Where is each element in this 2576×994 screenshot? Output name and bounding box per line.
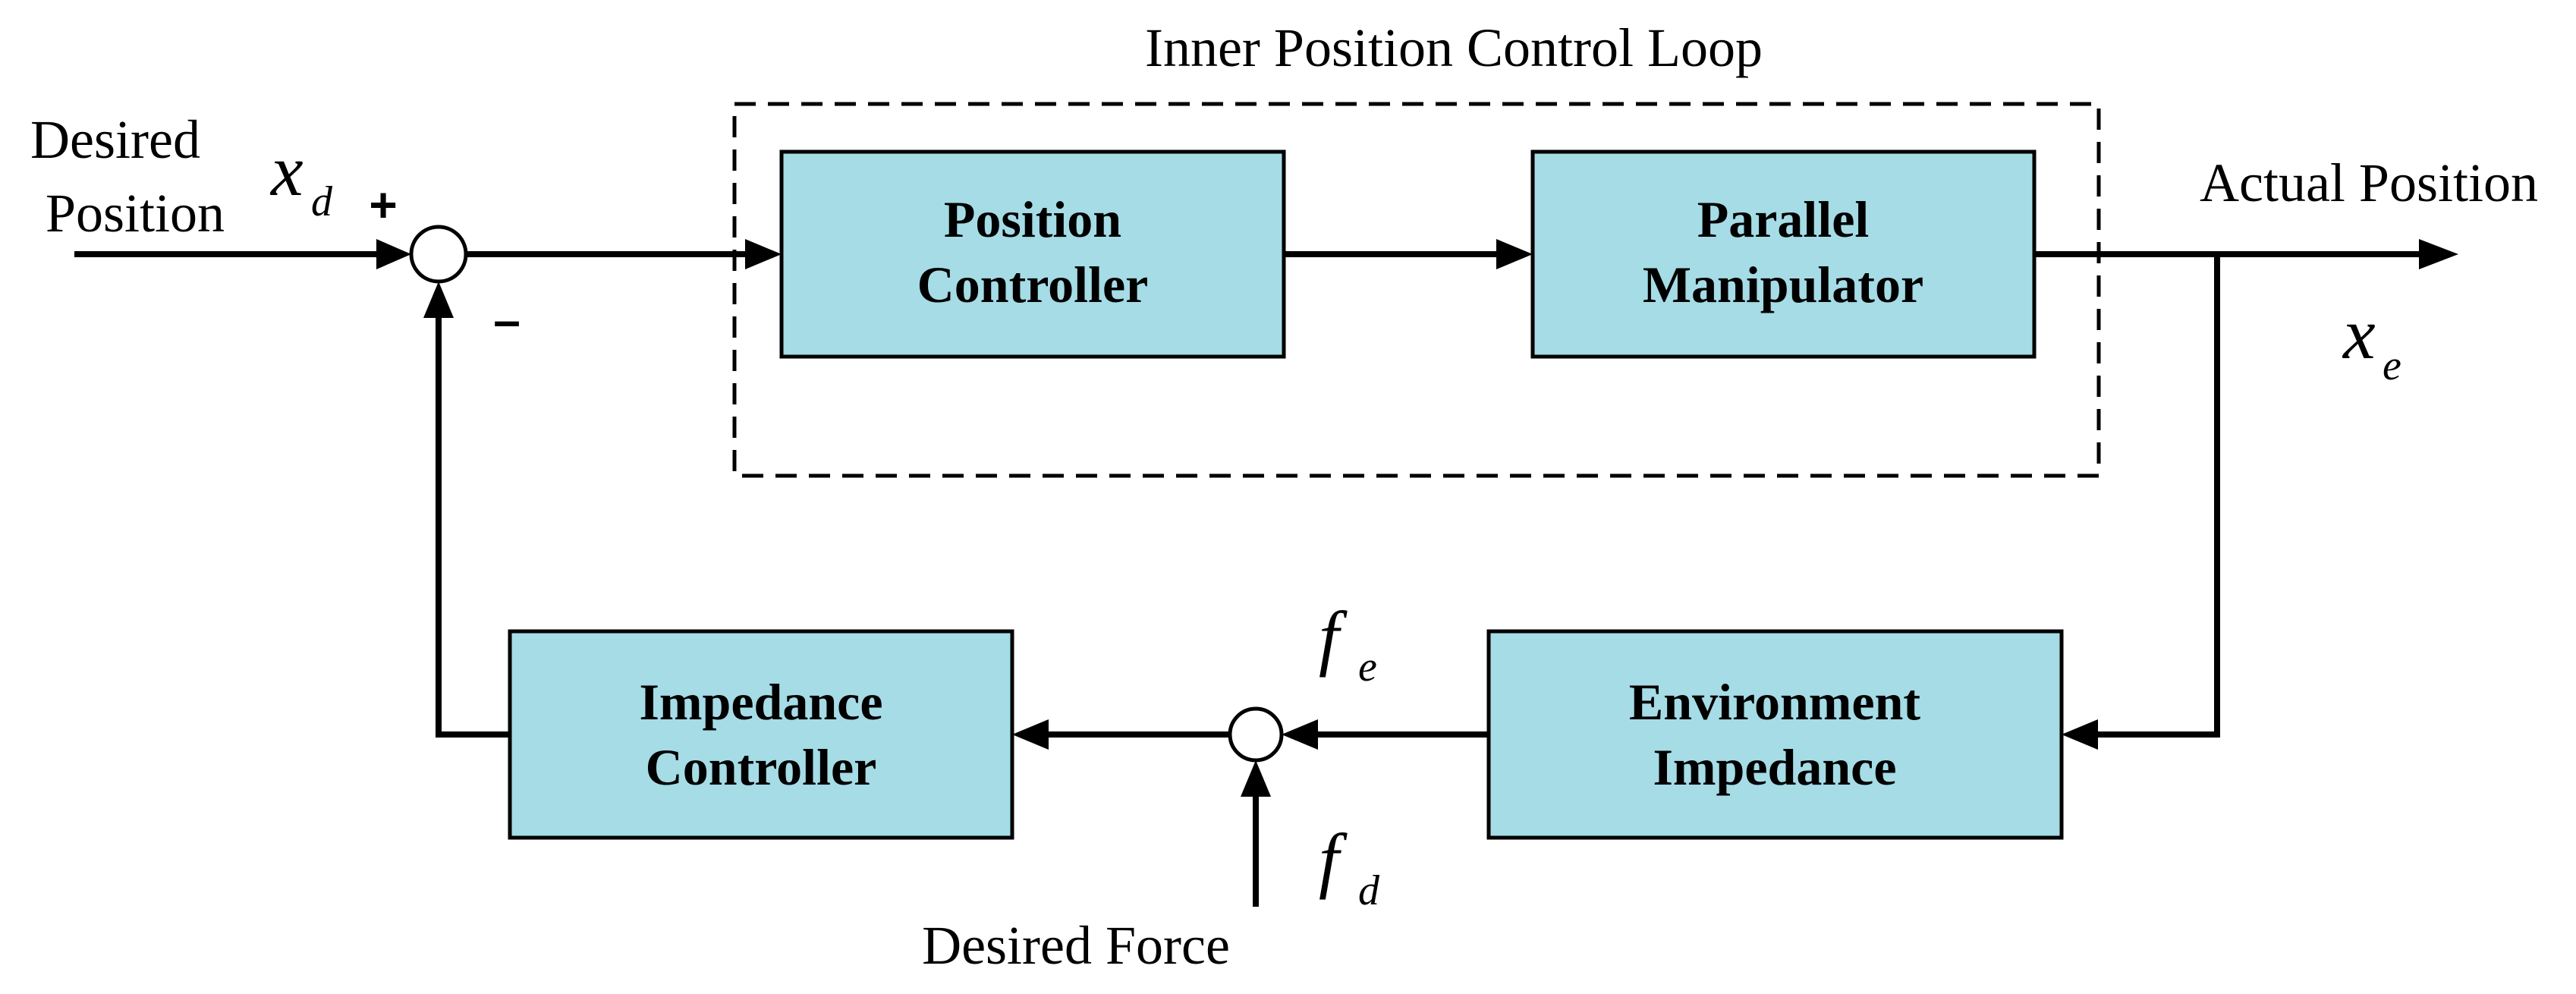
f-d-symbol: f d <box>1319 819 1380 914</box>
force-summing-junction <box>1228 706 1284 763</box>
position-controller-block: Position Controller <box>779 149 1286 359</box>
parallel-manipulator-label-line1: Parallel <box>1697 190 1870 248</box>
f-e-base: f <box>1319 596 1348 678</box>
impedance-feedback-line <box>436 312 510 738</box>
inner-loop-boundary <box>732 102 2101 478</box>
position-feedback-line <box>2092 254 2220 738</box>
actual-position-label: Actual Position <box>2200 153 2538 213</box>
environment-impedance-block: Environment Impedance <box>1486 629 2064 840</box>
arrowhead <box>1496 239 1533 269</box>
x-d-subscript: d <box>311 178 333 225</box>
inner-loop-label: Inner Position Control Loop <box>1145 17 1763 78</box>
position-summing-junction <box>409 225 468 284</box>
x-e-symbol: x e <box>2342 293 2401 389</box>
x-d-symbol: x d <box>269 130 333 225</box>
f-e-symbol: f e <box>1319 596 1377 690</box>
arrowhead <box>2062 719 2098 750</box>
position-controller-label-line2: Controller <box>917 256 1149 313</box>
f-e-subscript: e <box>1358 643 1377 690</box>
f-d-subscript: d <box>1358 867 1380 914</box>
signal-lines <box>74 239 2458 907</box>
arrowhead <box>376 239 411 269</box>
parallel-manipulator-label-line2: Manipulator <box>1643 256 1923 313</box>
arrowhead <box>1241 760 1271 797</box>
parallel-manipulator-block: Parallel Manipulator <box>1530 149 2037 359</box>
desired-position-label-line1: Desired <box>30 109 200 170</box>
arrowhead <box>423 282 454 318</box>
minus-sign: – <box>493 293 521 348</box>
arrowhead <box>745 239 782 269</box>
environment-impedance-label-line1: Environment <box>1629 673 1920 731</box>
desired-position-label-line2: Position <box>46 183 225 244</box>
arrowhead <box>1282 719 1318 750</box>
x-e-base: x <box>2342 293 2376 374</box>
impedance-controller-label-line1: Impedance <box>639 673 882 731</box>
x-e-subscript: e <box>2383 342 2401 389</box>
f-d-base: f <box>1319 819 1348 900</box>
environment-impedance-label-line2: Impedance <box>1653 738 1896 796</box>
arrowhead <box>1012 719 1049 750</box>
impedance-controller-label-line2: Controller <box>646 738 877 796</box>
arrowhead <box>2419 239 2458 269</box>
desired-force-label: Desired Force <box>922 915 1230 976</box>
plus-sign: + <box>369 178 397 232</box>
impedance-controller-block: Impedance Controller <box>508 629 1014 840</box>
position-controller-label-line1: Position <box>944 190 1121 248</box>
x-d-base: x <box>269 130 304 211</box>
